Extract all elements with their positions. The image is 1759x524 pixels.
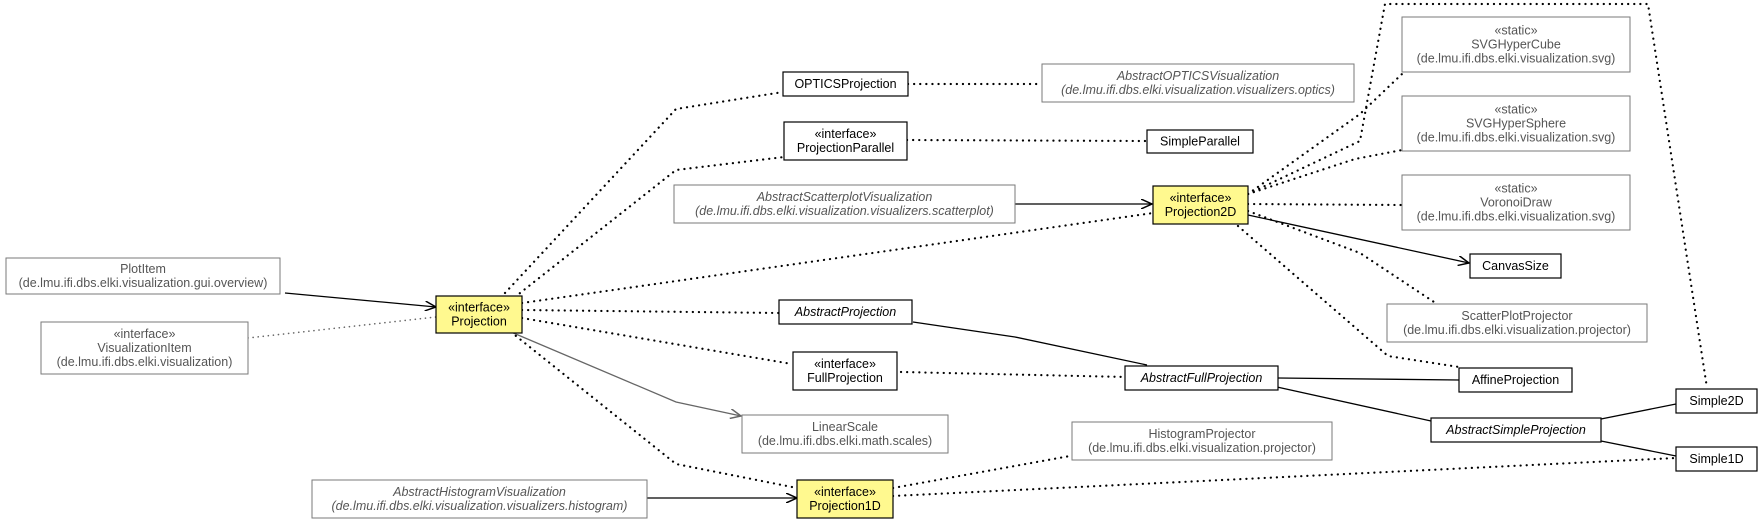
node-linearscale[interactable]: LinearScale(de.lmu.ifi.dbs.elki.math.sca… xyxy=(741,414,949,454)
node-canvassize[interactable]: CanvasSize xyxy=(1469,253,1562,279)
class-name-label: Simple1D xyxy=(1689,452,1743,466)
edge-abstractfullprojection-abstractsimpleprojection xyxy=(1276,386,1432,422)
node-projection1d[interactable]: «interface»Projection1D xyxy=(796,479,894,519)
edge-projection-abstractprojection xyxy=(520,308,781,315)
package-label: (de.lmu.ifi.dbs.elki.visualization) xyxy=(57,355,233,369)
node-projection[interactable]: «interface»Projection xyxy=(435,295,523,334)
node-plotitem[interactable]: PlotItem(de.lmu.ifi.dbs.elki.visualizati… xyxy=(5,257,281,295)
edge-projectionparallel-simpleparallel xyxy=(905,138,1149,143)
package-label: (de.lmu.ifi.dbs.elki.visualization.visua… xyxy=(1061,83,1335,97)
class-name-label: OPTICSProjection xyxy=(794,77,896,91)
edge-projection-projection1d xyxy=(509,330,799,490)
package-label: (de.lmu.ifi.dbs.elki.visualization.svg) xyxy=(1417,52,1616,66)
stereotype-label: «static» xyxy=(1494,182,1537,196)
edge-abstractprojection-abstractfullprojection xyxy=(912,321,1148,366)
edge-projection-fullprojection xyxy=(520,316,794,366)
class-name-label: CanvasSize xyxy=(1482,259,1549,273)
edge-projection2d-svghypercube xyxy=(1246,72,1404,196)
node-abstractscatterplotvisualization[interactable]: AbstractScatterplotVisualization(de.lmu.… xyxy=(673,184,1016,224)
stereotype-label: «interface» xyxy=(814,357,876,371)
class-name-label: SVGHyperSphere xyxy=(1466,117,1566,131)
node-voronoidraw[interactable]: «static»VoronoiDraw(de.lmu.ifi.dbs.elki.… xyxy=(1401,174,1631,231)
edge-projection-projection2d xyxy=(520,211,1155,305)
stereotype-label: «static» xyxy=(1494,24,1537,38)
node-simple1d[interactable]: Simple1D xyxy=(1675,446,1758,472)
class-name-label: AbstractHistogramVisualization xyxy=(392,485,566,499)
edge-projection-opticsprojection xyxy=(503,90,785,295)
package-label: (de.lmu.ifi.dbs.elki.math.scales) xyxy=(758,434,932,448)
class-name-label: Simple2D xyxy=(1689,394,1743,408)
package-label: (de.lmu.ifi.dbs.elki.visualization.visua… xyxy=(332,499,628,513)
class-name-label: ProjectionParallel xyxy=(797,141,894,155)
edge-projection1d-histogramprojector xyxy=(891,450,1094,490)
class-name-label: Projection1D xyxy=(809,499,881,513)
class-name-label: LinearScale xyxy=(812,420,878,434)
class-name-label: SVGHyperCube xyxy=(1471,38,1561,52)
class-name-label: VisualizationItem xyxy=(97,341,191,355)
edge-visualizationitem-projection xyxy=(247,316,437,339)
node-simpleparallel[interactable]: SimpleParallel xyxy=(1146,129,1254,154)
edge-projection1d-simple1d xyxy=(891,456,1678,498)
stereotype-label: «interface» xyxy=(448,301,510,315)
class-name-label: AbstractProjection xyxy=(794,305,896,319)
node-abstractopticsvisualization[interactable]: AbstractOPTICSVisualization(de.lmu.ifi.d… xyxy=(1041,63,1355,103)
node-svghypersphere[interactable]: «static»SVGHyperSphere(de.lmu.ifi.dbs.el… xyxy=(1401,95,1631,152)
node-scatterplotprojector[interactable]: ScatterPlotProjector(de.lmu.ifi.dbs.elki… xyxy=(1386,303,1648,343)
node-projection2d[interactable]: «interface»Projection2D xyxy=(1152,185,1249,225)
class-name-label: VoronoiDraw xyxy=(1480,196,1553,210)
edge-projection2d-simple2d xyxy=(1246,2,1709,390)
node-abstractsimpleprojection[interactable]: AbstractSimpleProjection xyxy=(1430,417,1602,443)
edge-projection-linearscale xyxy=(510,331,741,416)
node-abstractprojection[interactable]: AbstractProjection xyxy=(778,299,913,325)
stereotype-label: «interface» xyxy=(114,327,176,341)
node-simple2d[interactable]: Simple2D xyxy=(1675,388,1758,414)
edge-projection2d-affineprojection xyxy=(1236,224,1461,369)
package-label: (de.lmu.ifi.dbs.elki.visualization.gui.o… xyxy=(19,276,268,290)
class-name-label: AbstractOPTICSVisualization xyxy=(1116,69,1279,83)
stereotype-label: «interface» xyxy=(1170,191,1232,205)
class-name-label: FullProjection xyxy=(807,371,883,385)
class-name-label: PlotItem xyxy=(120,262,166,276)
package-label: (de.lmu.ifi.dbs.elki.visualization.svg) xyxy=(1417,210,1616,224)
edge-plotitem-projection xyxy=(284,292,436,307)
node-fullprojection[interactable]: «interface»FullProjection xyxy=(792,351,898,391)
class-name-label: SimpleParallel xyxy=(1160,135,1240,149)
class-name-label: AffineProjection xyxy=(1472,373,1559,387)
node-histogramprojector[interactable]: HistogramProjector(de.lmu.ifi.dbs.elki.v… xyxy=(1071,421,1333,461)
edge-abstractsimpleprojection-simple2d xyxy=(1600,403,1677,420)
class-name-label: AbstractFullProjection xyxy=(1140,371,1263,385)
class-name-label: AbstractSimpleProjection xyxy=(1445,423,1586,437)
edge-abstractsimpleprojection-simple1d xyxy=(1600,440,1677,457)
node-opticsprojection[interactable]: OPTICSProjection xyxy=(782,71,909,97)
package-label: (de.lmu.ifi.dbs.elki.visualization.visua… xyxy=(695,204,994,218)
node-abstracthistogramvisualization[interactable]: AbstractHistogramVisualization(de.lmu.if… xyxy=(311,479,648,519)
node-affineprojection[interactable]: AffineProjection xyxy=(1458,367,1573,393)
edge-fullprojection-abstractfullprojection xyxy=(899,370,1127,379)
stereotype-label: «static» xyxy=(1494,103,1537,117)
stereotype-label: «interface» xyxy=(815,127,877,141)
edges xyxy=(247,2,1709,498)
edge-projection-projectionparallel xyxy=(513,155,786,299)
node-svghypercube[interactable]: «static»SVGHyperCube(de.lmu.ifi.dbs.elki… xyxy=(1401,16,1631,73)
class-name-label: AbstractScatterplotVisualization xyxy=(756,190,933,204)
package-label: (de.lmu.ifi.dbs.elki.visualization.svg) xyxy=(1417,131,1616,145)
edge-abstractfullprojection-affineprojection xyxy=(1277,377,1460,381)
class-name-label: ScatterPlotProjector xyxy=(1461,309,1572,323)
stereotype-label: «interface» xyxy=(814,485,876,499)
package-label: (de.lmu.ifi.dbs.elki.visualization.proje… xyxy=(1403,323,1631,337)
node-projectionparallel[interactable]: «interface»ProjectionParallel xyxy=(783,121,908,161)
edge-projection2d-svghypersphere xyxy=(1246,148,1404,196)
class-name-label: Projection2D xyxy=(1165,205,1237,219)
package-label: (de.lmu.ifi.dbs.elki.visualization.proje… xyxy=(1088,441,1316,455)
class-name-label: Projection xyxy=(451,315,507,329)
edge-projection2d-canvassize xyxy=(1247,214,1469,263)
node-abstractfullprojection[interactable]: AbstractFullProjection xyxy=(1124,365,1279,391)
node-visualizationitem[interactable]: «interface»VisualizationItem(de.lmu.ifi.… xyxy=(40,321,249,375)
edge-projection2d-voronoidraw xyxy=(1246,202,1404,207)
class-name-label: HistogramProjector xyxy=(1149,427,1256,441)
